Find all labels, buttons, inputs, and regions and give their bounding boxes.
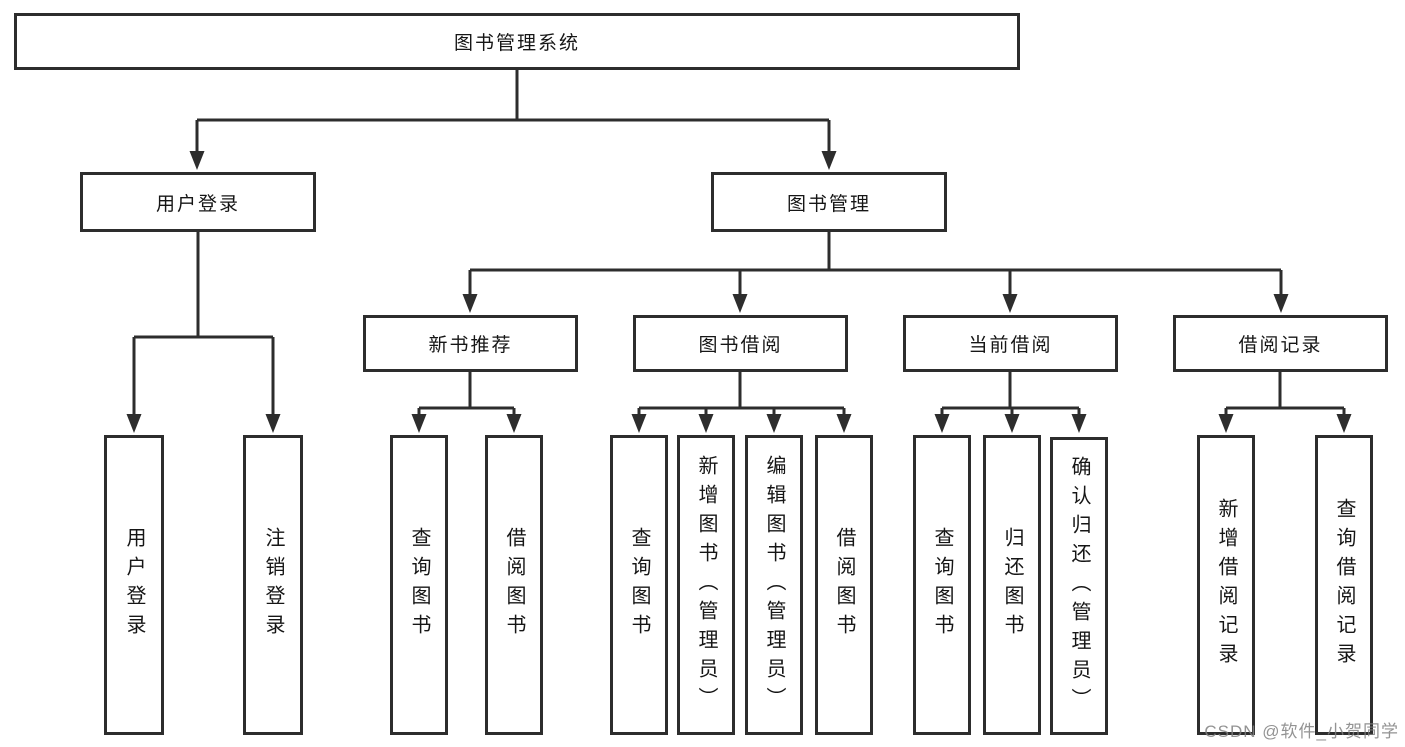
node-label: 当前借阅	[968, 335, 1053, 356]
connector-book-borrow	[637, 372, 846, 418]
leaf-label: 用户登录	[123, 527, 145, 643]
leaf-label: 新增借阅记录	[1215, 498, 1237, 672]
leaf-current-confirm-return-admin: 确认归还（管理员）	[1050, 437, 1108, 735]
node-book-borrow: 图书借阅	[633, 315, 848, 372]
leaf-logout-login: 注销登录	[243, 435, 303, 735]
connector-new-book-recommend	[417, 372, 516, 418]
leaf-label: 编辑图书（管理员）	[763, 454, 785, 716]
leaf-label: 借阅图书	[833, 527, 855, 643]
leaf-label: 新增图书（管理员）	[695, 454, 717, 716]
node-book-management: 图书管理	[711, 172, 947, 232]
connector-borrow-records	[1224, 372, 1346, 418]
node-label: 用户登录	[155, 193, 240, 215]
node-library-management-system: 图书管理系统	[14, 13, 1020, 70]
leaf-current-query-books: 查询图书	[913, 435, 971, 735]
leaf-borrow-add-books-admin: 新增图书（管理员）	[677, 435, 735, 735]
leaf-label: 注销登录	[262, 527, 284, 643]
node-label: 图书借阅	[698, 335, 783, 356]
leaf-user-login: 用户登录	[104, 435, 164, 735]
leaf-current-return-books: 归还图书	[983, 435, 1041, 735]
leaf-label: 借阅图书	[503, 527, 525, 643]
node-label: 借阅记录	[1238, 335, 1323, 356]
leaf-borrow-query-books: 查询图书	[610, 435, 668, 735]
node-new-book-recommend: 新书推荐	[363, 315, 578, 372]
leaf-label: 查询图书	[408, 527, 430, 643]
node-label: 图书管理	[786, 193, 871, 215]
connector-user-login	[132, 232, 275, 418]
node-label: 新书推荐	[428, 335, 513, 356]
leaf-label: 查询借阅记录	[1333, 498, 1355, 672]
leaf-label: 查询图书	[628, 527, 650, 643]
csdn-watermark: CSDN @软件_小贺同学	[1204, 722, 1399, 741]
connector-root	[195, 70, 831, 155]
leaf-borrow-edit-books-admin: 编辑图书（管理员）	[745, 435, 803, 735]
leaf-label: 确认归还（管理员）	[1068, 455, 1090, 717]
leaf-records-query-borrow-record: 查询借阅记录	[1315, 435, 1373, 735]
leaf-recommend-query-books: 查询图书	[390, 435, 448, 735]
connector-current-borrow	[940, 372, 1081, 418]
node-borrow-records: 借阅记录	[1173, 315, 1388, 372]
leaf-label: 查询图书	[931, 527, 953, 643]
leaf-label: 归还图书	[1001, 527, 1023, 643]
node-label: 图书管理系统	[453, 33, 580, 54]
leaf-records-add-borrow-record: 新增借阅记录	[1197, 435, 1255, 735]
leaf-borrow-borrow-books: 借阅图书	[815, 435, 873, 735]
leaf-recommend-borrow-books: 借阅图书	[485, 435, 543, 735]
node-user-login: 用户登录	[80, 172, 316, 232]
node-current-borrow: 当前借阅	[903, 315, 1118, 372]
connector-book-management	[468, 232, 1283, 298]
